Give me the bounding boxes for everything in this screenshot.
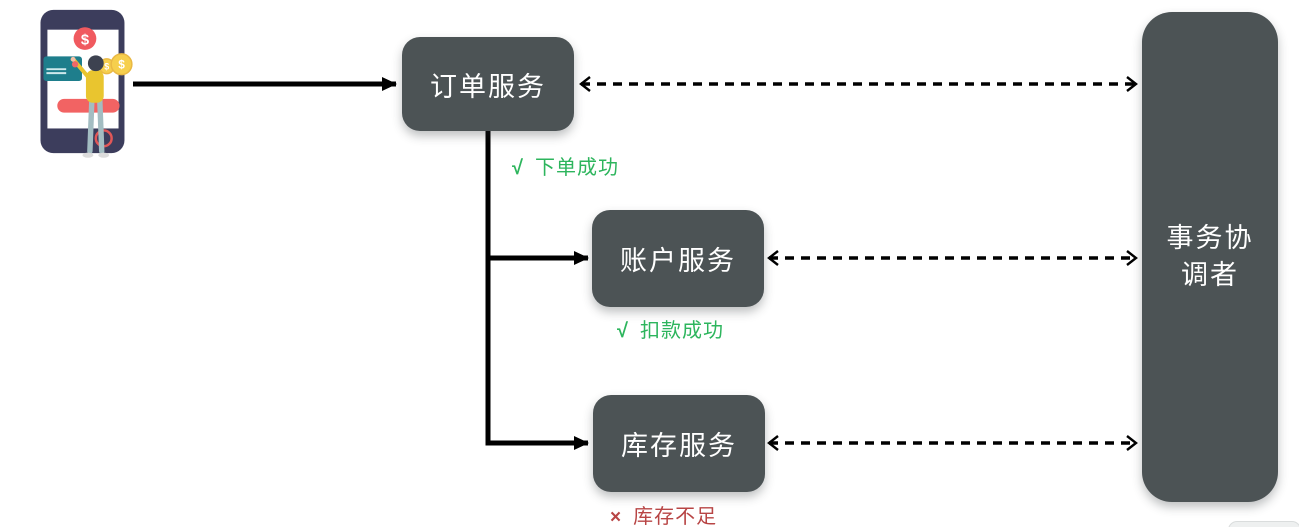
node-label: 库存服务 (621, 431, 737, 461)
status-text: 下单成功 (534, 157, 619, 179)
success-check-icon: √ (617, 320, 629, 342)
inventory-insufficient-label: × 库存不足 (610, 500, 717, 527)
order-success-label: √ 下单成功 (512, 151, 619, 180)
trunk-and-branch-arrow-to-inventory (485, 131, 589, 450)
order-service-node: 订单服务 (402, 37, 574, 131)
status-text: 库存不足 (633, 506, 718, 527)
person-figure (70, 55, 110, 158)
node-label: 事务协调者 (1166, 222, 1254, 290)
node-label: 订单服务 (430, 71, 546, 102)
coordinator-node: 事务协调者 (1142, 12, 1278, 502)
failure-cross-icon: × (610, 507, 623, 527)
credit-card-icon (43, 56, 82, 82)
inventory-service-node: 库存服务 (593, 395, 765, 492)
deduct-success-label: √ 扣款成功 (617, 314, 724, 343)
svg-text:$: $ (81, 32, 90, 48)
account-service-node: 账户服务 (592, 210, 764, 307)
svg-text:$: $ (118, 58, 125, 72)
partial-shape-bottom-right (1228, 521, 1299, 527)
status-text: 扣款成功 (639, 320, 724, 342)
mobile-payment-illustration: $ $ $ (40, 9, 133, 158)
dollar-circle-icon: $ (73, 27, 97, 50)
svg-text:$: $ (104, 62, 109, 72)
phone-icon (40, 9, 125, 154)
success-check-icon: √ (512, 157, 524, 179)
node-label: 账户服务 (620, 246, 736, 276)
